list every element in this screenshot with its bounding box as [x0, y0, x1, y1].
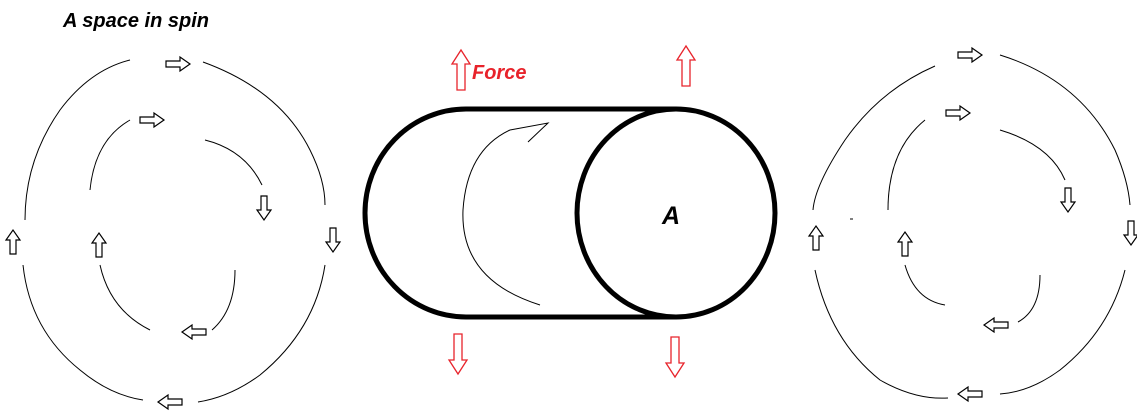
hollow-arrow-right-icon: [140, 113, 164, 127]
cylinder-back-end: [365, 109, 466, 317]
left-inner-arc-2: [205, 140, 262, 185]
rotation-arc: [463, 130, 540, 305]
hollow-arrow-left-icon: [984, 318, 1008, 332]
right-inner-arc-2: [1000, 130, 1065, 180]
cylinder-label: A: [661, 202, 680, 230]
hollow-arrow-up-icon: [898, 232, 912, 256]
hollow-arrow-right-icon: [958, 48, 982, 62]
force-arrow-up-left: [452, 50, 470, 90]
right-outer-arc-right: [1000, 270, 1125, 394]
force-arrows: [449, 46, 695, 377]
curved-arrow-icon: [510, 123, 548, 142]
right-outer-arc-top-right: [1000, 55, 1130, 205]
left-outer-arc-right: [198, 265, 325, 402]
left-inner-arc-1: [90, 120, 130, 190]
hollow-arrow-down-icon: [326, 228, 340, 252]
right-inner-arc-3: [905, 265, 945, 305]
right-inner-arc-1: [888, 120, 925, 210]
left-spin-space: [6, 57, 340, 409]
force-arrow-up-right: [677, 46, 695, 86]
hollow-arrow-left-icon: [182, 325, 206, 339]
hollow-arrow-up-icon: [6, 230, 20, 254]
hollow-arrow-right-icon: [946, 106, 970, 120]
hollow-arrow-left-icon: [158, 395, 182, 409]
hollow-arrow-down-icon: [1124, 221, 1137, 245]
left-outer-arc-top-right: [203, 62, 325, 205]
right-spin-space: [809, 48, 1137, 401]
hollow-arrow-up-icon: [92, 233, 106, 257]
left-inner-arc-4: [212, 270, 235, 330]
left-outer-arc-left: [23, 265, 143, 400]
force-arrow-down-left: [449, 334, 467, 374]
right-outer-arc-left: [815, 270, 948, 398]
hollow-arrow-left-icon: [958, 387, 982, 401]
left-outer-arc-top: [25, 60, 130, 220]
hollow-arrow-down-icon: [1061, 188, 1075, 212]
cylinder-a: A: [365, 109, 775, 317]
hollow-arrow-right-icon: [166, 57, 190, 71]
right-inner-arc-4: [1018, 275, 1040, 322]
hollow-arrow-up-icon: [809, 226, 823, 250]
force-arrow-down-right: [666, 337, 684, 377]
diagram-title: A space in spin: [62, 10, 209, 32]
left-inner-arc-3: [100, 265, 150, 330]
force-label: Force: [472, 62, 526, 84]
hollow-arrow-down-icon: [257, 196, 271, 220]
right-outer-arc-top: [813, 66, 935, 210]
